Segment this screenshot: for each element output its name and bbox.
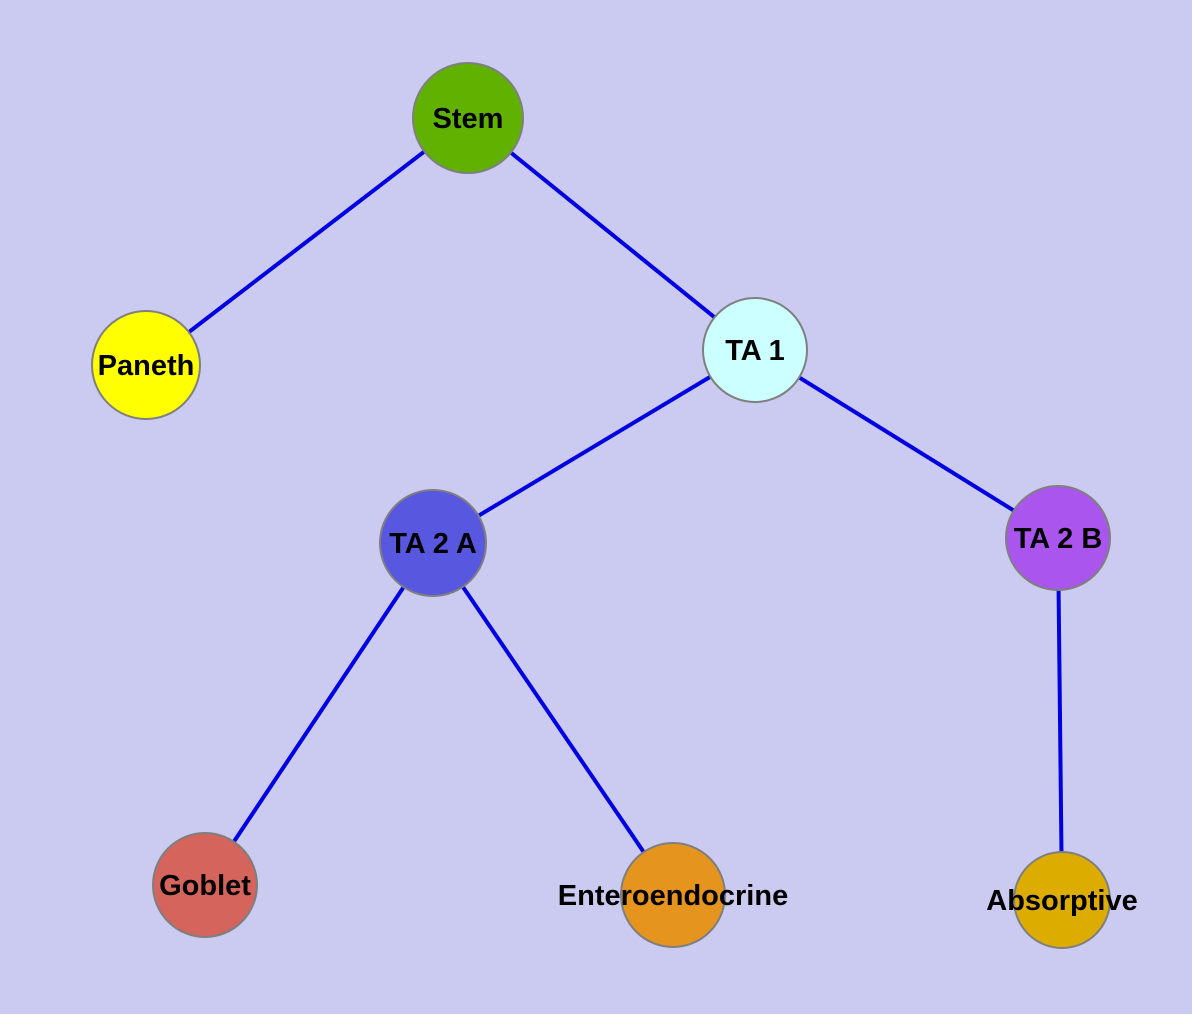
node-paneth [91,310,201,420]
node-label-ta1: TA 1 [725,335,785,367]
edge-ta1-ta2a [431,348,757,545]
node-ta2b [1005,485,1111,591]
node-label-stem: Stem [433,103,504,135]
node-ta1 [702,297,808,403]
node-label-ta2a: TA 2 A [389,528,477,560]
node-goblet [152,832,258,938]
node-label-ta2b: TA 2 B [1014,523,1103,555]
edge-ta2a-goblet [203,541,435,887]
edge-ta2b-absorptive [1056,537,1064,901]
node-stem [412,62,524,174]
edge-ta2a-enteroendocrine [431,541,675,897]
node-enteroendocrine [620,842,726,948]
node-label-absorptive: Absorptive [986,885,1137,917]
node-ta2a [379,489,487,597]
node-label-paneth: Paneth [98,350,195,382]
edge-stem-paneth [144,116,470,367]
edge-stem-ta1 [466,116,757,352]
node-label-goblet: Goblet [159,870,251,902]
edge-ta1-ta2b [753,348,1060,540]
node-label-enteroendocrine: Enteroendocrine [558,880,788,912]
node-absorptive [1013,851,1111,949]
